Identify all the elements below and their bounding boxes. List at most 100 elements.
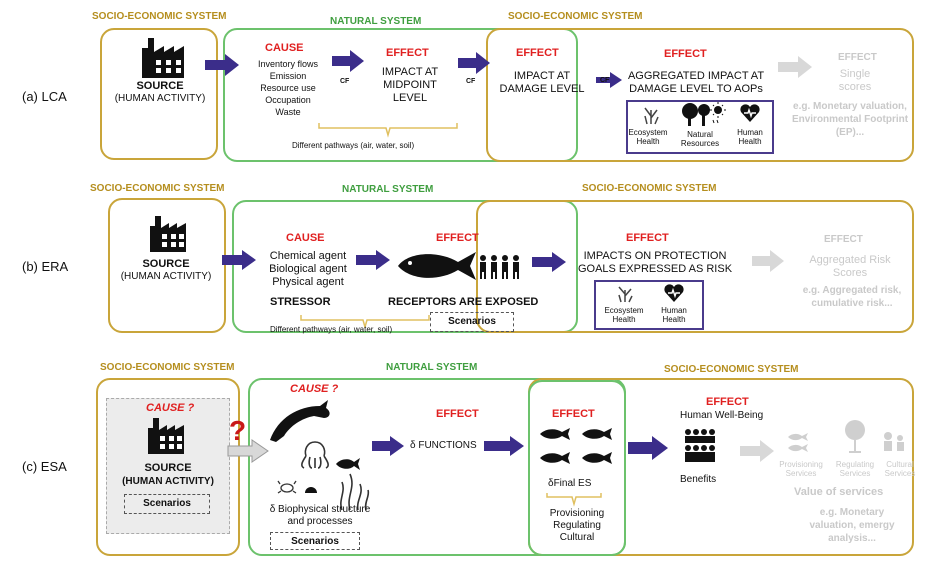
- era-receptors: RECEPTORS ARE EXPOSED: [388, 296, 539, 308]
- fish-grey-icon: [788, 433, 808, 452]
- es-type: Regulating: [553, 520, 601, 531]
- era-socio-label-2: SOCIO-ECONOMIC SYSTEM: [582, 183, 717, 194]
- fish-icon: [398, 252, 476, 280]
- goal-label: Health: [662, 315, 686, 324]
- lca-socio-label-1: SOCIO-ECONOMIC SYSTEM: [92, 11, 227, 22]
- esa-socio-label-1: SOCIO-ECONOMIC SYSTEM: [100, 362, 235, 373]
- lca-effect2-text: IMPACT AT DAMAGE LEVEL: [494, 70, 590, 96]
- factory-icon: [150, 216, 186, 252]
- esa-scenarios-natural: Scenarios: [270, 532, 360, 550]
- era-natural-label: NATURAL SYSTEM: [342, 184, 434, 195]
- arrow-right-icon: [372, 436, 404, 456]
- factory-icon: [148, 418, 184, 454]
- era-effect3-example: e.g. Aggregated risk, cumulative risk...: [790, 284, 914, 310]
- esa-socio-box-1: [96, 378, 240, 556]
- lca-source-title: SOURCE: [136, 80, 184, 92]
- esa-source-title: SOURCE: [144, 462, 192, 474]
- lca-cf-label-3: CF: [600, 77, 610, 84]
- lca-cf-label-1: CF: [340, 78, 350, 85]
- era-cause-item: Physical agent: [272, 276, 344, 288]
- lca-effect4-example: e.g. Monetary valuation, Environmental F…: [780, 100, 920, 139]
- lca-socio-label-2: SOCIO-ECONOMIC SYSTEM: [508, 11, 643, 22]
- lca-row-label: (a) LCA: [22, 89, 67, 104]
- service-label: Regulating: [835, 460, 875, 469]
- era-scenarios: Scenarios: [430, 312, 514, 332]
- octopus-icon: [301, 441, 329, 469]
- goal-label: Health: [612, 315, 636, 324]
- people-group-icon: [480, 255, 519, 279]
- es-type: Provisioning: [549, 508, 605, 519]
- seaweed-icon: [340, 473, 370, 511]
- esa-row-label: (c) ESA: [22, 459, 67, 474]
- era-cause-items: Chemical agent Biological agent Physical…: [258, 250, 358, 289]
- goal-label: Human: [661, 306, 687, 315]
- aop-label: Health: [738, 137, 762, 146]
- era-effect3-line: Scores: [832, 267, 868, 279]
- era-effect1-title: EFFECT: [436, 232, 479, 244]
- question-mark: ?: [229, 415, 247, 446]
- lca-effect1-line: MIDPOINT: [383, 79, 437, 91]
- crowd-icon: [685, 429, 715, 462]
- era-socio-label-1: SOCIO-ECONOMIC SYSTEM: [90, 183, 225, 194]
- lca-natural-box: [223, 28, 578, 162]
- factory-icon: [142, 38, 184, 78]
- era-pathways: Different pathways (air, water, soil): [270, 325, 393, 334]
- era-example-line: e.g. Aggregated risk,: [802, 285, 902, 296]
- lca-effect1-line: IMPACT AT: [381, 66, 439, 78]
- arrow-right-icon: [205, 54, 239, 76]
- esa-final-es-box: [528, 380, 626, 556]
- es-brace: [546, 493, 602, 507]
- aop-label: Ecosystem: [628, 128, 668, 137]
- lca-cause-item: Waste: [275, 107, 301, 117]
- arrow-right-icon: [458, 52, 490, 74]
- heart-icon: [740, 104, 760, 122]
- era-natural-box: [232, 200, 578, 333]
- era-effect2-title: EFFECT: [626, 232, 669, 244]
- era-stressor: STRESSOR: [270, 296, 331, 308]
- era-cause-item: Biological agent: [269, 263, 347, 275]
- aop-label: Human: [737, 128, 763, 137]
- era-example-line: cumulative risk...: [811, 298, 893, 309]
- era-source-subtitle: (HUMAN ACTIVITY): [120, 271, 212, 282]
- lca-effect1-title: EFFECT: [386, 47, 429, 59]
- era-effect2-text: IMPACTS ON PROTECTION GOALS EXPRESSED AS…: [570, 250, 740, 276]
- service-label: Services: [884, 469, 916, 478]
- service-label: Services: [785, 469, 817, 478]
- era-source-title: SOURCE: [142, 258, 190, 270]
- era-goals-box: [594, 280, 704, 330]
- arrow-right-icon: [596, 72, 622, 88]
- arrow-right-grey-icon: [227, 439, 269, 463]
- lca-cause-item: Resource use: [260, 83, 316, 93]
- era-cause-item: Chemical agent: [269, 250, 347, 262]
- esa-final-es: δFinal ES: [548, 478, 592, 489]
- esa-example: e.g. Monetary valuation, emergy analysis…: [790, 506, 914, 545]
- arrow-right-grey-icon: [740, 440, 774, 462]
- era-effect3-text: Aggregated Risk Scores: [790, 254, 910, 280]
- fish-school-icon: [540, 428, 612, 464]
- lca-effect1-line: LEVEL: [392, 92, 428, 104]
- aop-label: Resources: [680, 139, 720, 148]
- lca-effect3-line: DAMAGE LEVEL TO AOPs: [629, 83, 763, 95]
- lca-effect3-line: AGGREGATED IMPACT AT: [627, 70, 765, 82]
- esa-natural-label: NATURAL SYSTEM: [386, 362, 478, 373]
- service-label: Cultural: [886, 460, 914, 469]
- goal-label: Ecosystem: [604, 306, 644, 315]
- lca-cause-item: Emission: [269, 71, 307, 81]
- esa-es-types: Provisioning Regulating Cultural: [534, 508, 620, 544]
- lca-effect2-title: EFFECT: [516, 47, 559, 59]
- arrow-right-icon: [356, 250, 390, 270]
- esa-effect2-title: EFFECT: [552, 408, 595, 420]
- esa-cause-natural: CAUSE ?: [290, 383, 339, 395]
- heart-icon: [664, 284, 684, 302]
- era-effect3-line: Aggregated Risk: [809, 254, 891, 266]
- arrow-right-icon: [532, 252, 566, 272]
- lca-effect2-line: DAMAGE LEVEL: [499, 83, 585, 95]
- service-label: Services: [839, 469, 871, 478]
- esa-biophys-line: and processes: [287, 516, 353, 527]
- era-effect2-line: GOALS EXPRESSED AS RISK: [577, 263, 733, 275]
